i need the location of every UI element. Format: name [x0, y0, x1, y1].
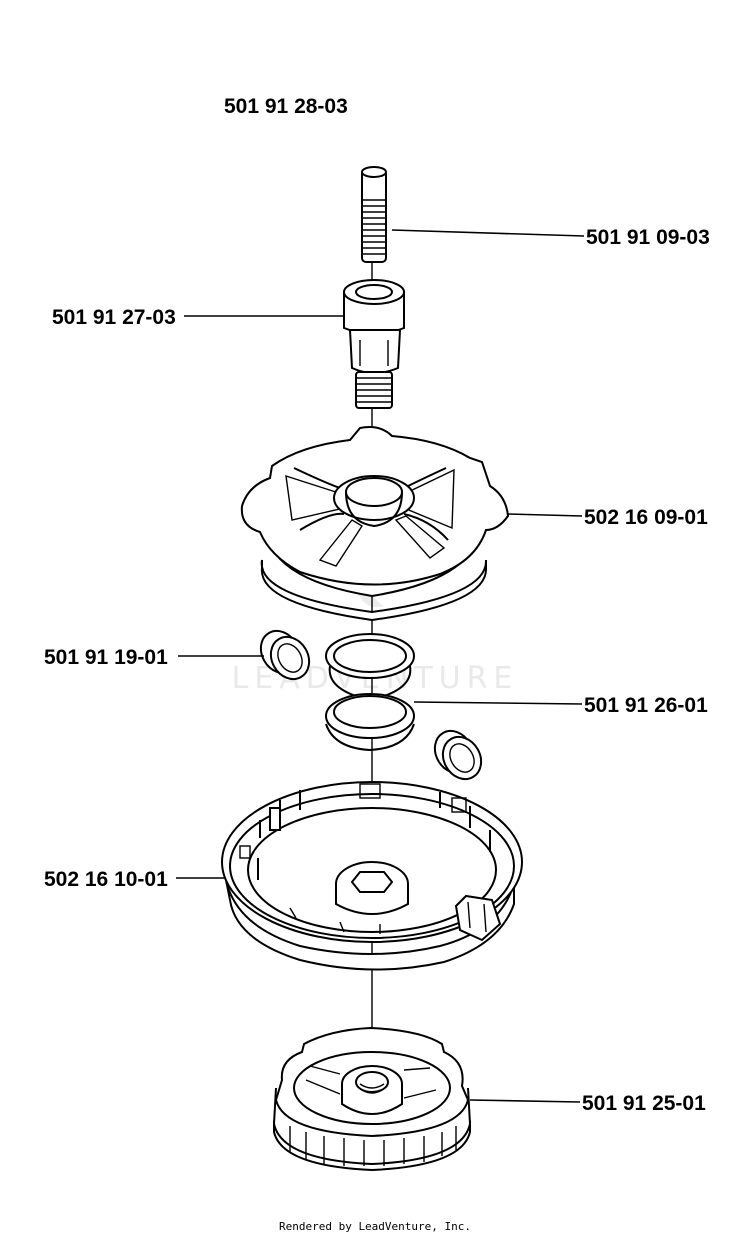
adapter-drawing: [343, 279, 405, 409]
assembly-number: 501 91 28-03: [224, 95, 348, 118]
part-label-spring: 501 91 26-01: [584, 694, 708, 717]
leader-bolt: [391, 229, 585, 237]
footer-credit: Rendered by LeadVenture, Inc.: [279, 1220, 471, 1233]
part-label-eyelet: 501 91 19-01: [44, 646, 168, 669]
knob-drawing: [272, 1026, 472, 1172]
leader-lines: [176, 229, 585, 1103]
leader-spring: [413, 701, 583, 705]
eyelet-left-drawing: [259, 629, 311, 681]
upper-cover-drawing: [240, 426, 510, 622]
leader-knob: [469, 1099, 581, 1103]
spring-drawing: [325, 633, 415, 752]
part-label-bolt: 501 91 09-03: [586, 226, 710, 249]
part-label-lower-housing: 502 16 10-01: [44, 868, 168, 891]
part-label-upper-cover: 502 16 09-01: [584, 506, 708, 529]
bolt-drawing: [361, 166, 387, 263]
lower-housing-drawing: [221, 781, 523, 971]
part-label-adapter: 501 91 27-03: [52, 306, 176, 329]
leader-upper-cover: [507, 513, 583, 517]
part-label-knob: 501 91 25-01: [582, 1092, 706, 1115]
eyelet-right-drawing: [433, 729, 483, 781]
